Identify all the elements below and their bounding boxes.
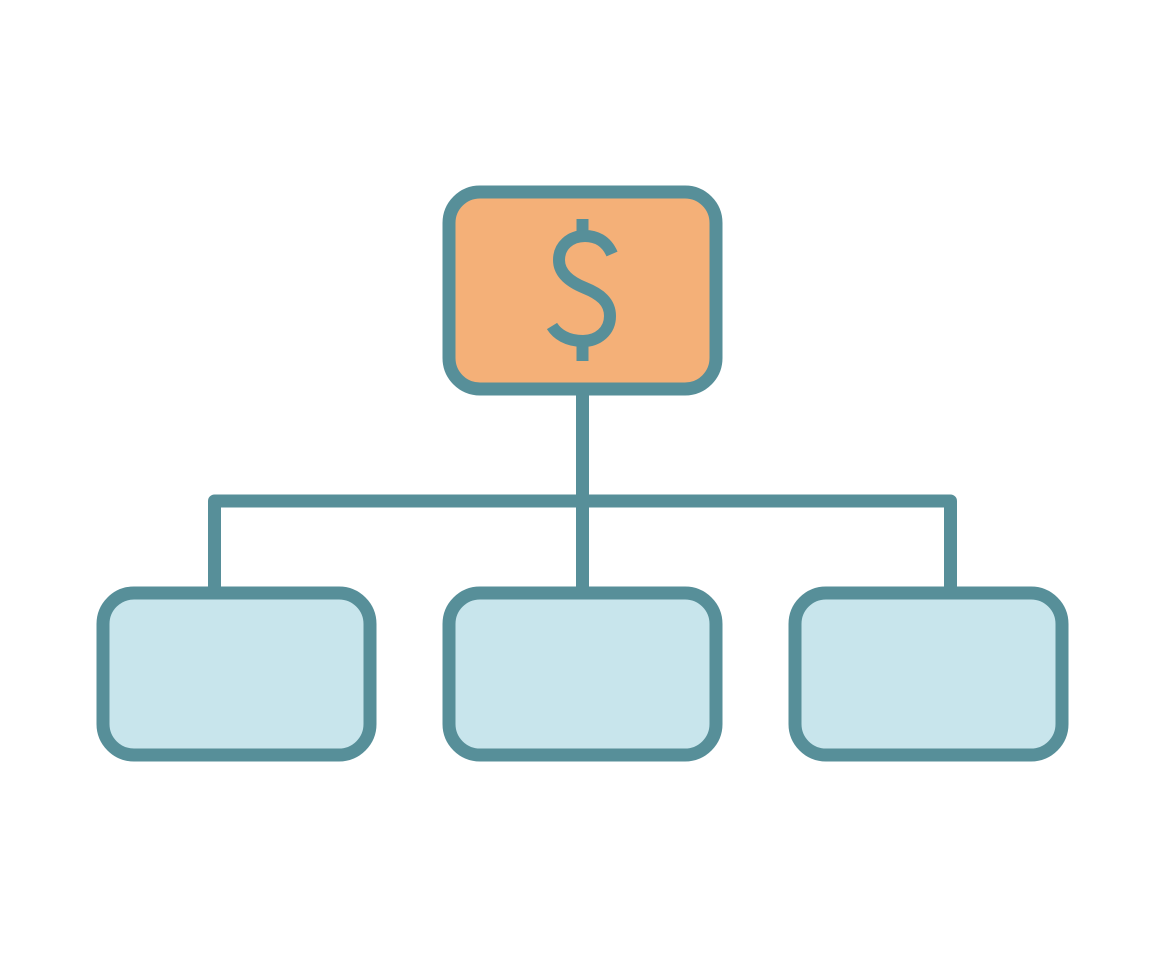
connector-lines [208, 395, 957, 593]
child-node-left [96, 586, 377, 762]
child-node-right [788, 586, 1069, 762]
dollar-sign-icon [546, 219, 618, 361]
child-node-center [442, 586, 723, 762]
child-nodes [96, 586, 1069, 762]
